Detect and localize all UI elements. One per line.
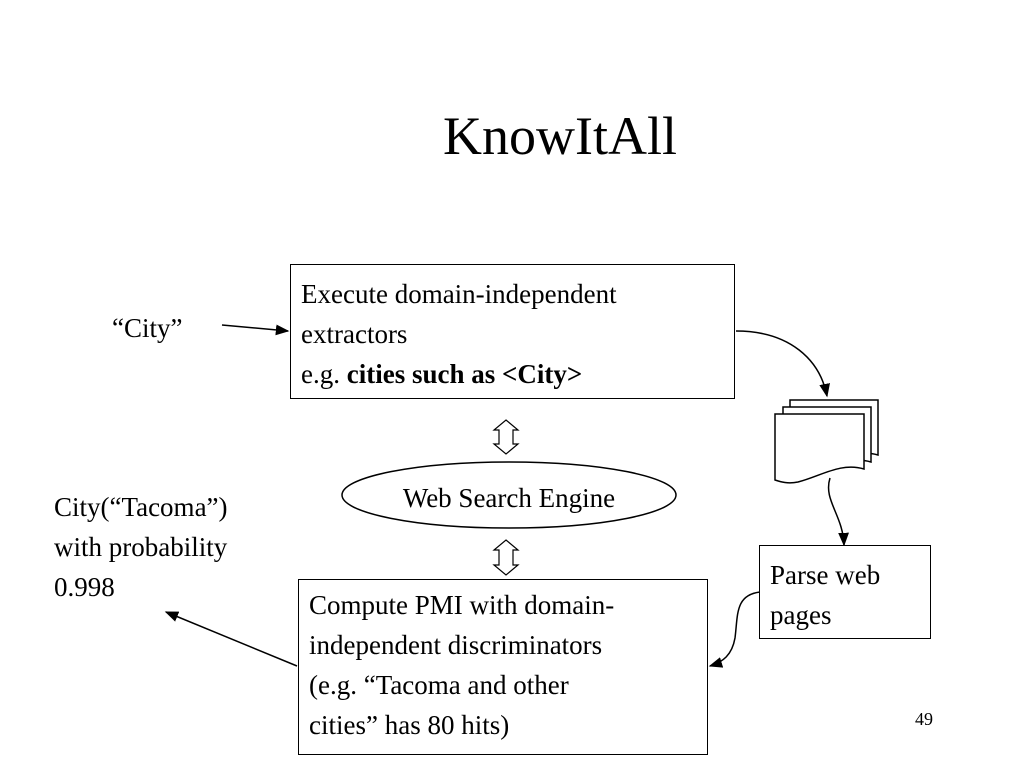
web-search-engine-label: Web Search Engine [402,483,616,513]
double-vertical-arrow-icon [492,419,520,455]
parse-to-pmi-arrow [708,591,761,668]
execute-example-pattern: cities such as <City> [346,359,583,389]
parse-web-pages-box: Parse web pages [759,545,931,639]
parse-line-1: Parse web [770,560,881,590]
execute-extractors-box: Execute domain-independent extractors e.… [290,264,735,399]
execute-line-3: e.g. cities such as <City> [301,354,724,394]
stacked-pages-icon [774,399,879,484]
pages-to-parse-arrow [827,477,849,547]
compute-pmi-box: Compute PMI with domain- independent dis… [298,579,708,755]
pmi-line-4: cities” has 80 hits) [309,710,510,740]
execute-example-prefix: e.g. [301,359,347,389]
execute-line-2: extractors [301,319,408,349]
execute-line-1: Execute domain-independent [301,279,617,309]
result-line-1: City(“Tacoma”) [54,492,228,522]
pmi-line-1: Compute PMI with domain- [309,590,615,620]
city-to-execute-arrow [221,324,290,336]
result-output: City(“Tacoma”) with probability 0.998 [54,487,228,607]
web-search-engine-ellipse [341,461,677,529]
execute-to-pages-arrow [735,330,830,398]
page-number: 49 [915,709,933,729]
pmi-to-result-arrow [164,611,298,667]
result-line-2: with probability [54,532,228,562]
pmi-line-3: (e.g. “Tacoma and other [309,670,569,700]
result-line-3: 0.998 [54,572,115,602]
parse-line-2: pages [770,600,832,630]
slide-title: KnowItAll [443,106,677,166]
city-input-label: “City” [112,313,183,343]
pmi-line-2: independent discriminators [309,630,603,660]
double-vertical-arrow-icon [492,539,520,576]
